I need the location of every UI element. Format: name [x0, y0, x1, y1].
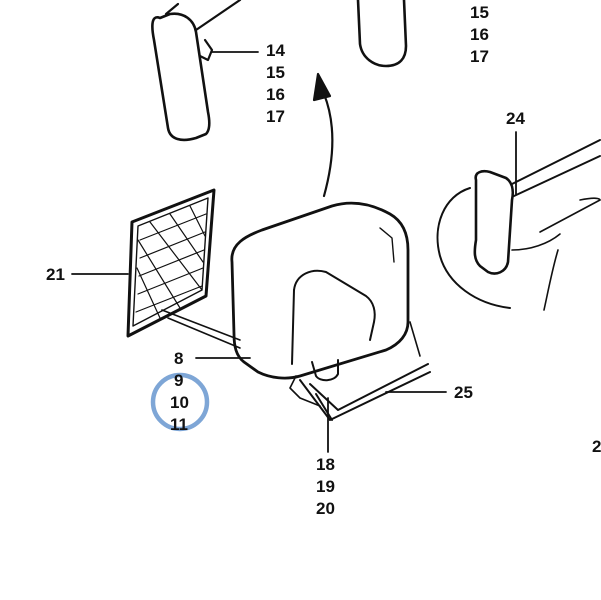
callout-25: 25 [454, 383, 473, 402]
callout-number: 11 [170, 415, 188, 434]
callout-group-bottom: 18 19 20 [316, 454, 335, 520]
grille-panel [126, 188, 241, 349]
callout-number: 15 [266, 63, 285, 82]
callout-number: 14 [266, 41, 285, 60]
callout-number: 18 [316, 455, 335, 474]
callout-group-top-right: 15 16 17 [470, 2, 489, 68]
callout-number: 8 [174, 349, 184, 368]
mirror-top-middle [356, 0, 408, 68]
callout-group-left: 8 9 10 11 [170, 348, 189, 436]
cab-mirror-right [436, 139, 601, 311]
callout-number: 9 [174, 371, 184, 390]
callout-number: 19 [316, 477, 335, 496]
callout-group-mirror-top: 14 15 16 17 [266, 40, 285, 128]
callout-number: 20 [316, 499, 335, 518]
callout-number: 17 [470, 47, 489, 66]
mounting-arm [299, 321, 431, 421]
callout-21: 21 [46, 265, 65, 284]
callout-number: 10 [170, 393, 189, 412]
callout-number: 15 [470, 3, 489, 22]
callout-number: 16 [470, 25, 489, 44]
mirror-top-left [151, 0, 242, 142]
mirror-housing [230, 201, 410, 407]
callout-number: 16 [266, 85, 285, 104]
leader-lines [71, 51, 517, 453]
callout-number: 17 [266, 107, 285, 126]
swap-arrow [312, 72, 334, 198]
highlight-circle [150, 372, 210, 432]
callout-24: 24 [506, 109, 525, 128]
callout-edge-fragment: 2 [592, 437, 601, 456]
